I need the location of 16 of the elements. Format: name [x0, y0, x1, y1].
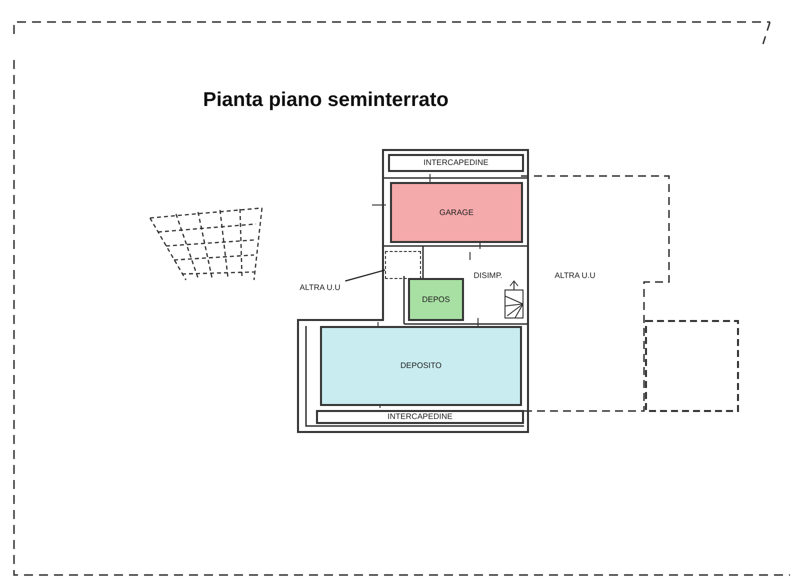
room-name: DEPOS: [422, 296, 450, 304]
room-name: GARAGE: [439, 208, 474, 216]
room-name: DEPOSITO: [400, 362, 442, 370]
storage-room: [408, 278, 464, 321]
cavity-space: [388, 154, 524, 172]
storage-room: [320, 326, 522, 406]
room-name: INTERCAPEDINE: [388, 413, 452, 421]
cavity-space: [316, 410, 524, 424]
room-name: ALTRA U.U: [300, 284, 340, 292]
room-name: DISIMP.: [474, 272, 502, 280]
room-name: ALTRA U.U: [554, 272, 596, 280]
plan-title: Pianta piano seminterrato: [203, 88, 449, 113]
leader-line: [345, 269, 386, 282]
garage-room: [390, 182, 523, 243]
room-name: INTERCAPEDINE: [424, 159, 488, 167]
neighbour-unit-area: [520, 175, 670, 412]
